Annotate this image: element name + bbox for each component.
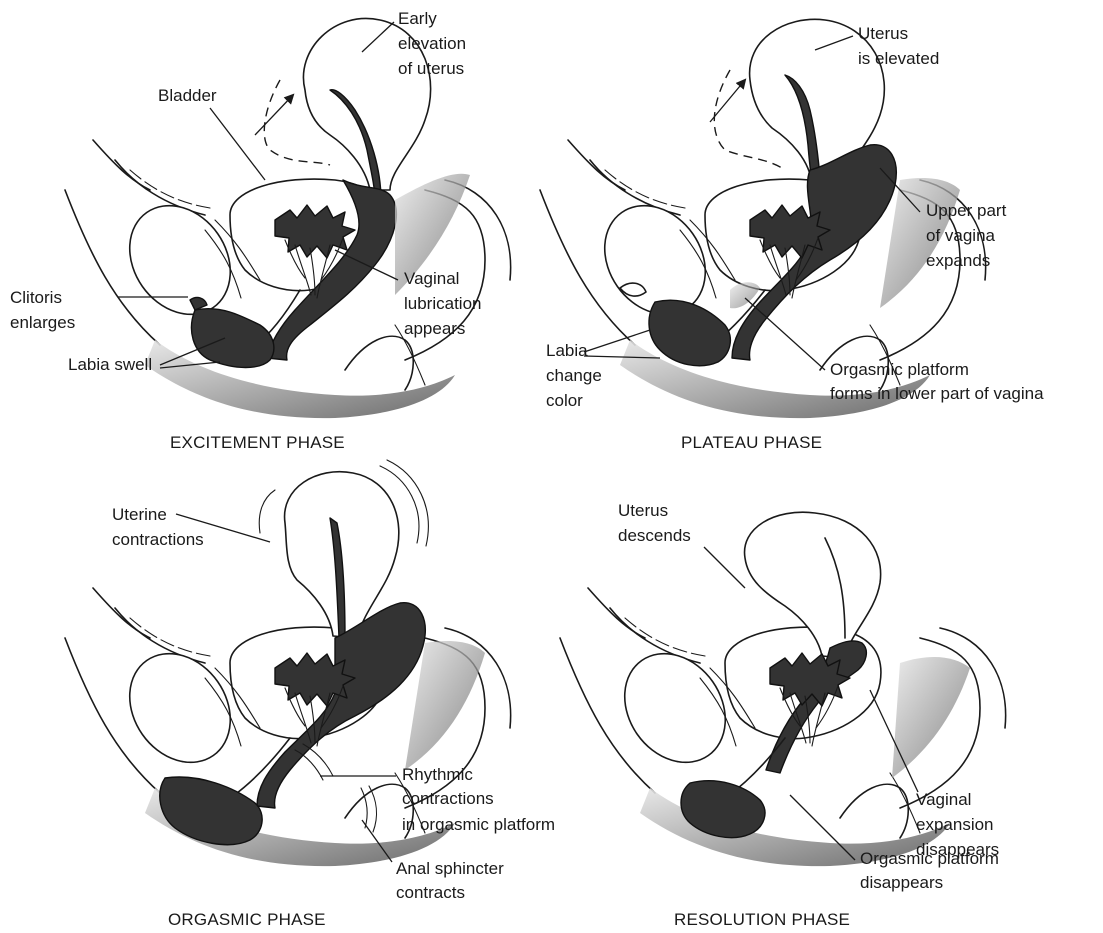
phase-title-excitement: EXCITEMENT PHASE (170, 433, 345, 452)
svg-text:elevation: elevation (398, 34, 466, 53)
label-labia-swell: Labia swell (68, 355, 152, 374)
leader-orgasmic-platform-forms (745, 298, 825, 370)
svg-text:contractions: contractions (112, 530, 204, 549)
label-uterus-descends: Uterus descends (618, 501, 691, 545)
svg-text:Upper part: Upper part (926, 201, 1007, 220)
svg-text:Anal sphincter: Anal sphincter (396, 859, 504, 878)
phase-title-resolution: RESOLUTION PHASE (674, 910, 850, 929)
phase-title-orgasmic: ORGASMIC PHASE (168, 910, 326, 929)
svg-text:is elevated: is elevated (858, 49, 939, 68)
svg-text:in orgasmic platform: in orgasmic platform (402, 815, 555, 834)
label-lubrication: Vaginal lubrication appears (404, 269, 482, 338)
svg-text:descends: descends (618, 526, 691, 545)
label-rhythmic-contractions: Rhythmic contractions in orgasmic platfo… (402, 765, 555, 834)
svg-text:color: color (546, 391, 583, 410)
leader-bladder (210, 108, 265, 180)
svg-text:Labia: Labia (546, 341, 588, 360)
svg-text:Uterine: Uterine (112, 505, 167, 524)
svg-text:of vagina: of vagina (926, 226, 996, 245)
label-orgasmic-platform-disappears: Orgasmic platform disappears (860, 849, 999, 892)
svg-text:of uterus: of uterus (398, 59, 464, 78)
svg-text:forms in lower part of vagina: forms in lower part of vagina (830, 384, 1044, 403)
svg-text:Vaginal: Vaginal (404, 269, 459, 288)
svg-text:appears: appears (404, 319, 465, 338)
label-upper-vagina: Upper part of vagina expands (926, 201, 1007, 270)
label-anal-sphincter: Anal sphincter contracts (396, 859, 504, 902)
label-uterine-contractions: Uterine contractions (112, 505, 204, 549)
svg-text:contracts: contracts (396, 883, 465, 902)
label-clitoris: Clitoris enlarges (10, 288, 75, 332)
svg-text:Orgasmic platform: Orgasmic platform (860, 849, 999, 868)
svg-text:Orgasmic platform: Orgasmic platform (830, 360, 969, 379)
svg-text:contractions: contractions (402, 789, 494, 808)
svg-text:Early: Early (398, 9, 437, 28)
svg-text:change: change (546, 366, 602, 385)
svg-text:expansion: expansion (916, 815, 994, 834)
label-bladder: Bladder (158, 86, 217, 105)
svg-text:enlarges: enlarges (10, 313, 75, 332)
panel-resolution (560, 512, 1006, 866)
svg-text:Uterus: Uterus (618, 501, 668, 520)
svg-text:lubrication: lubrication (404, 294, 482, 313)
panel-plateau (540, 19, 986, 418)
svg-text:Clitoris: Clitoris (10, 288, 62, 307)
label-early-elevation: Early elevation of uterus (398, 9, 466, 78)
svg-text:Vaginal: Vaginal (916, 790, 971, 809)
svg-text:Rhythmic: Rhythmic (402, 765, 473, 784)
svg-text:disappears: disappears (860, 873, 943, 892)
leader-uterus-descends (704, 547, 745, 588)
svg-text:expands: expands (926, 251, 990, 270)
phase-title-plateau: PLATEAU PHASE (681, 433, 822, 452)
label-orgasmic-platform-forms: Orgasmic platform forms in lower part of… (830, 360, 1044, 403)
svg-text:Uterus: Uterus (858, 24, 908, 43)
label-labia-change: Labia change color (546, 341, 602, 410)
